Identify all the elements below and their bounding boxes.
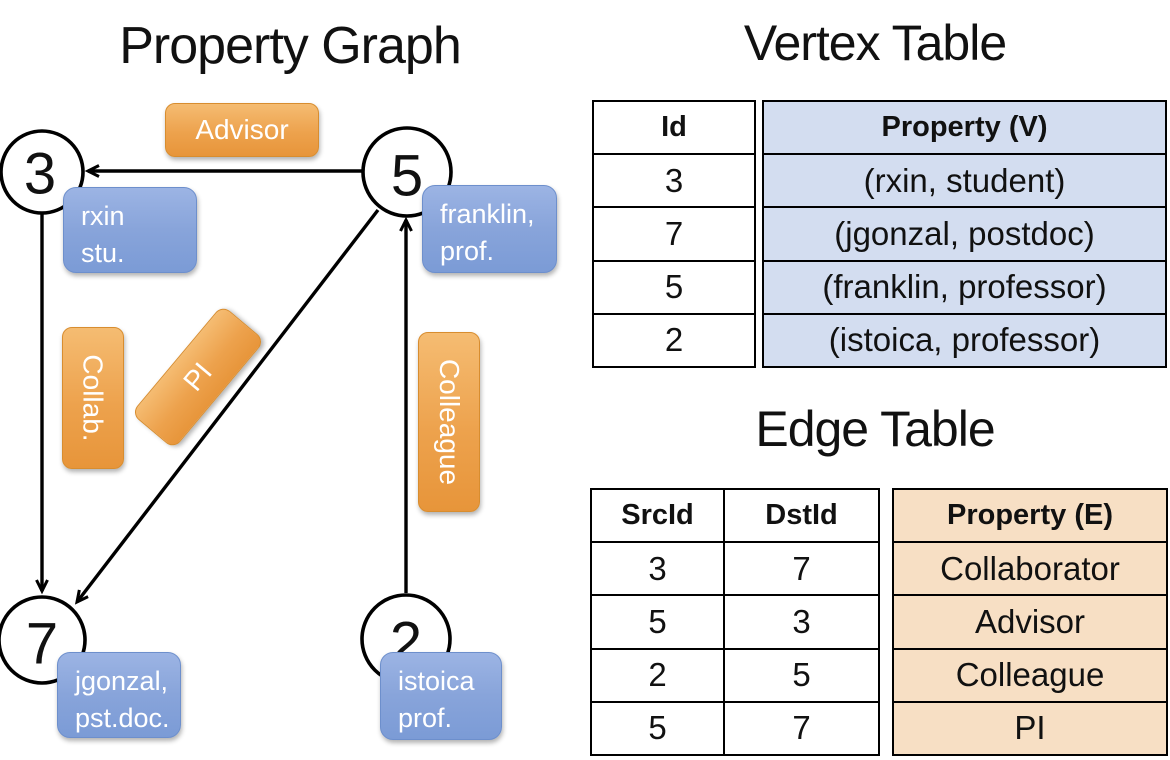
vertex-table-property-cell: (jgonzal, postdoc) [834,215,1095,252]
vertex-label-rxin: rxin stu. [63,187,197,273]
edge-table-property-cell: Collaborator [940,549,1120,587]
edge-table-property-cell: Colleague [955,656,1105,694]
edge-table-srcid-cell: 5 [592,702,725,755]
vertex-table-property-cell: (franklin, professor) [822,268,1107,306]
edge-table-srcid-cell: 5 [592,596,725,648]
vertex-id-5: 5 [391,144,423,209]
vertex-table-property-cell: (rxin, student) [863,161,1066,199]
property-graph-canvas: 3 5 7 2 [0,126,453,685]
edge-label-collab: Collab. [62,327,124,469]
edge-label-colleague: Colleague [418,332,480,512]
edge-table-header-property: Property (E) [947,499,1113,532]
edge-table-dstid-cell: 5 [792,656,811,694]
vertex-label-istoica: istoica prof. [380,652,502,740]
vertex-table-property-cell: (istoica, professor) [828,321,1101,359]
vertex-table-id-cell: 5 [664,268,684,306]
vertex-label-jgonzal-line2: pst.doc. [75,703,170,734]
vertex-label-franklin: franklin, prof. [422,185,557,273]
edge-table-property-cell: Advisor [974,603,1086,640]
edge-table-header-srcid: SrcId [592,490,725,542]
edge-table-srcid-cell: 3 [592,543,725,595]
edge-label-collab-text: Collab. [78,354,110,442]
edge-5-to-7 [74,208,380,605]
edge-table-property-column: Property (E) Collaborator Advisor Collea… [892,488,1168,756]
vertex-label-rxin-line1: rxin [81,201,125,231]
vertex-label-rxin-line2: stu. [81,238,125,269]
edge-label-colleague-text: Colleague [434,358,466,486]
vertex-label-franklin-line2: prof. [440,236,495,267]
property-graph-title: Property Graph [119,17,462,75]
edge-table-dstid-cell: 7 [792,549,811,587]
vertex-table-id-cell: 2 [664,321,684,359]
edge-label-pi-text: PI [177,356,218,397]
vertex-id-3: 3 [24,142,56,207]
vertex-label-jgonzal: jgonzal, pst.doc. [57,652,181,738]
edge-table-title: Edge Table [755,401,995,457]
vertex-circle-3 [0,129,85,215]
vertex-table-property-column: Property (V) (rxin, student) (jgonzal, p… [762,100,1167,368]
edge-table-id-columns: SrcId DstId 3 7 5 3 2 5 5 7 [590,488,880,756]
vertex-label-istoica-line2: prof. [398,703,453,734]
vertex-label-jgonzal-line1: jgonzal, [75,666,169,696]
vertex-table-header-id: Id [661,111,687,144]
edge-table-dstid-cell: 7 [792,709,811,747]
edge-table-srcid-cell: 2 [592,649,725,701]
vertex-table-title: Vertex Table [743,15,1007,71]
vertex-label-istoica-line1: istoica [398,666,475,696]
vertex-table-header-property: Property (V) [881,111,1048,144]
vertex-table-id-cell: 3 [664,161,684,199]
edge-table-property-cell: PI [1014,709,1046,747]
vertex-label-franklin-line1: franklin, [440,199,535,229]
edge-table-dstid-cell: 3 [792,603,811,640]
vertex-table-id-column: Id 3 7 5 2 [592,100,756,368]
edge-label-advisor-text: Advisor [195,114,289,145]
edge-table-header-dstid: DstId [765,499,838,532]
vertex-id-7: 7 [26,612,58,677]
vertex-table-id-cell: 7 [664,215,684,252]
edge-label-advisor: Advisor [165,103,319,157]
